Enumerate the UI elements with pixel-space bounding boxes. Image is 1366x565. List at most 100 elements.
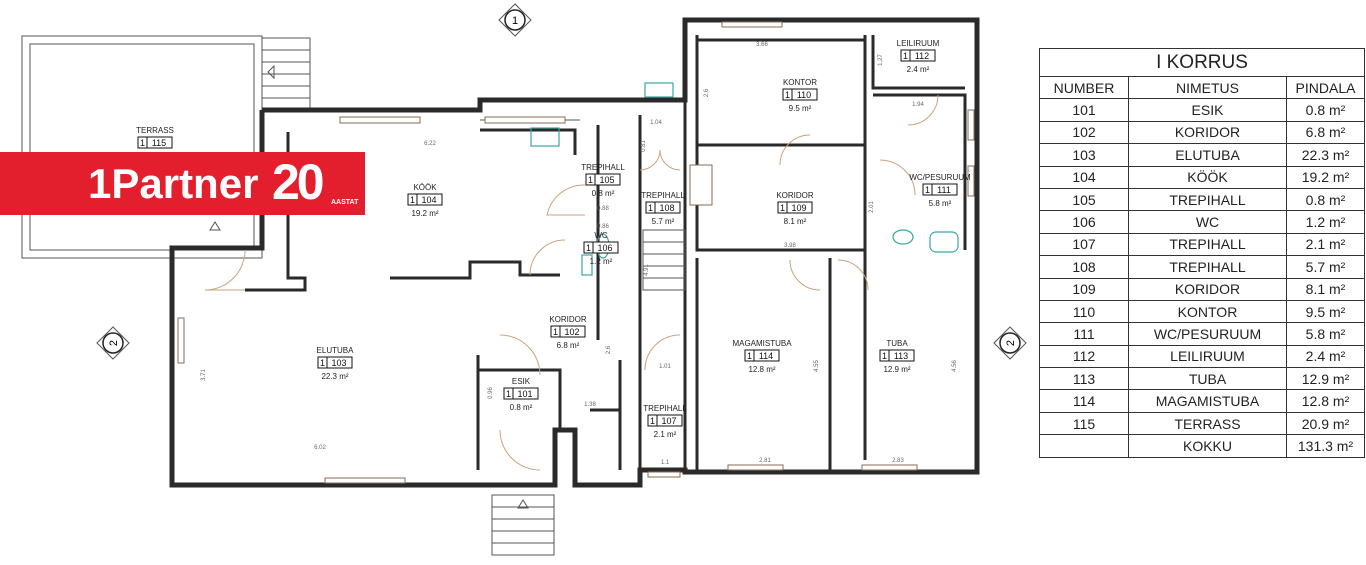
dimension-label: 0.96 <box>488 387 494 399</box>
room-area: 2.1 m² <box>654 430 677 439</box>
room-number: 109 <box>791 203 806 213</box>
windows <box>177 21 975 484</box>
dimension-label: 4.56 <box>952 360 958 372</box>
room-tag-box <box>407 193 443 206</box>
dimension-label: 2.83 <box>892 458 904 464</box>
dimension-label: 0.86 <box>597 224 609 230</box>
section-marker-icon: 2 <box>993 326 1027 360</box>
cell-name: KONTOR <box>1128 299 1287 324</box>
room-number: 106 <box>597 243 612 253</box>
dimension-label: 4.91 <box>644 264 650 276</box>
cell-number: 109 <box>1039 277 1129 301</box>
room-floor: 1 <box>650 416 655 426</box>
room-floor: 1 <box>882 351 887 361</box>
dimension-label: 1.27 <box>878 54 884 66</box>
cell-area: 6.8 m² <box>1286 120 1365 145</box>
total-value: 131.3 m² <box>1286 434 1365 458</box>
room-name: ELUTUBA <box>317 346 355 355</box>
room-tag-box <box>137 136 173 149</box>
cell-number: 108 <box>1039 255 1129 279</box>
room-number: 108 <box>659 203 674 213</box>
dimension-label: 6.02 <box>314 445 326 451</box>
door-swings <box>204 94 939 471</box>
cell-name: TERRASS <box>1128 411 1287 436</box>
dimension-label: 1.04 <box>650 120 662 126</box>
dimension-label: 1.38 <box>584 402 596 408</box>
toilet-icon <box>892 229 914 245</box>
room-name: TUBA <box>886 339 908 348</box>
room-floor: 1 <box>586 243 591 253</box>
room-number: 104 <box>421 195 436 205</box>
room-number: 114 <box>759 351 773 361</box>
section-markers: 1 2 2 <box>96 3 1027 360</box>
room-number: 110 <box>797 90 811 100</box>
cell-area: 12.8 m² <box>1286 389 1365 413</box>
sink-icon <box>530 127 560 147</box>
dimension-label: 0.81 <box>641 140 647 152</box>
section-marker-label: 2 <box>1005 340 1017 346</box>
cell-area: 1.2 m² <box>1286 210 1365 234</box>
room-name: WC <box>594 231 608 240</box>
dimension-labels: 6.223.661.271.942.63.982.011.040.810.880… <box>201 42 958 466</box>
cell-area: 20.9 m² <box>1286 411 1365 436</box>
room-tag-box <box>503 387 539 400</box>
cell-number: 105 <box>1039 187 1129 212</box>
cell-name: LEILIRUUM <box>1128 344 1287 369</box>
room-name: WC/PESURUUM <box>909 173 971 182</box>
room-number: 105 <box>599 175 614 185</box>
room-floor: 1 <box>320 358 325 368</box>
cell-number: 111 <box>1039 322 1129 346</box>
room-floor: 1 <box>553 327 558 337</box>
cell-number: 106 <box>1039 210 1129 234</box>
cell-name: WC <box>1128 210 1287 234</box>
cell-number: 103 <box>1039 143 1129 167</box>
room-tag-box <box>583 241 619 254</box>
cell-name: TUBA <box>1128 367 1287 391</box>
cell-area: 5.8 m² <box>1286 322 1365 346</box>
room-area: 12.8 m² <box>748 365 775 374</box>
room-name: TERRASS <box>136 126 174 135</box>
room-name: ESIK <box>512 377 531 386</box>
cell-name: ESIK <box>1128 98 1287 122</box>
room-area: 5.8 m² <box>929 199 952 208</box>
cell-area: 0.8 m² <box>1286 98 1365 122</box>
cell-area: 2.1 m² <box>1286 232 1365 257</box>
room-tag-box <box>744 349 780 362</box>
logo-years-label: AASTAT <box>331 199 359 206</box>
dimension-label: 3.66 <box>756 42 768 48</box>
cell-name: KORIDOR <box>1128 277 1287 301</box>
room-floor: 1 <box>747 351 752 361</box>
cell-area: 2.4 m² <box>1286 344 1365 369</box>
room-name: LEILIRUUM <box>897 39 940 48</box>
cell-name: TREPIHALL <box>1128 232 1287 257</box>
dimension-label: 3.98 <box>784 243 796 249</box>
total-blank <box>1039 434 1129 458</box>
cell-number: 101 <box>1039 98 1129 122</box>
dimension-label: 4.55 <box>814 360 820 372</box>
room-name: MAGAMISTUBA <box>732 339 792 348</box>
room-tag-box <box>900 49 936 62</box>
room-number: 112 <box>915 51 929 61</box>
room-name: TREPIHALL <box>643 404 687 413</box>
room-name: KÖÖK <box>413 183 437 192</box>
room-tag-box <box>777 201 813 214</box>
cell-area: 19.2 m² <box>1286 165 1365 189</box>
dimension-label: 2.01 <box>869 201 875 213</box>
room-tag-box <box>317 356 353 369</box>
section-marker-icon: 2 <box>96 326 130 360</box>
